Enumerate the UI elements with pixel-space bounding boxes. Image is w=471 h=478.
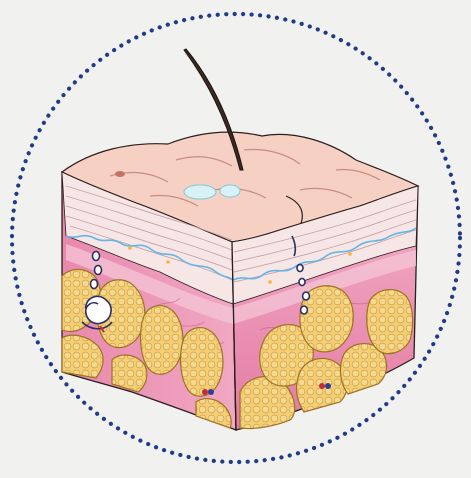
surface-spot: [184, 185, 216, 199]
surface-pore: [115, 171, 125, 177]
surface-spot-small: [220, 185, 240, 197]
